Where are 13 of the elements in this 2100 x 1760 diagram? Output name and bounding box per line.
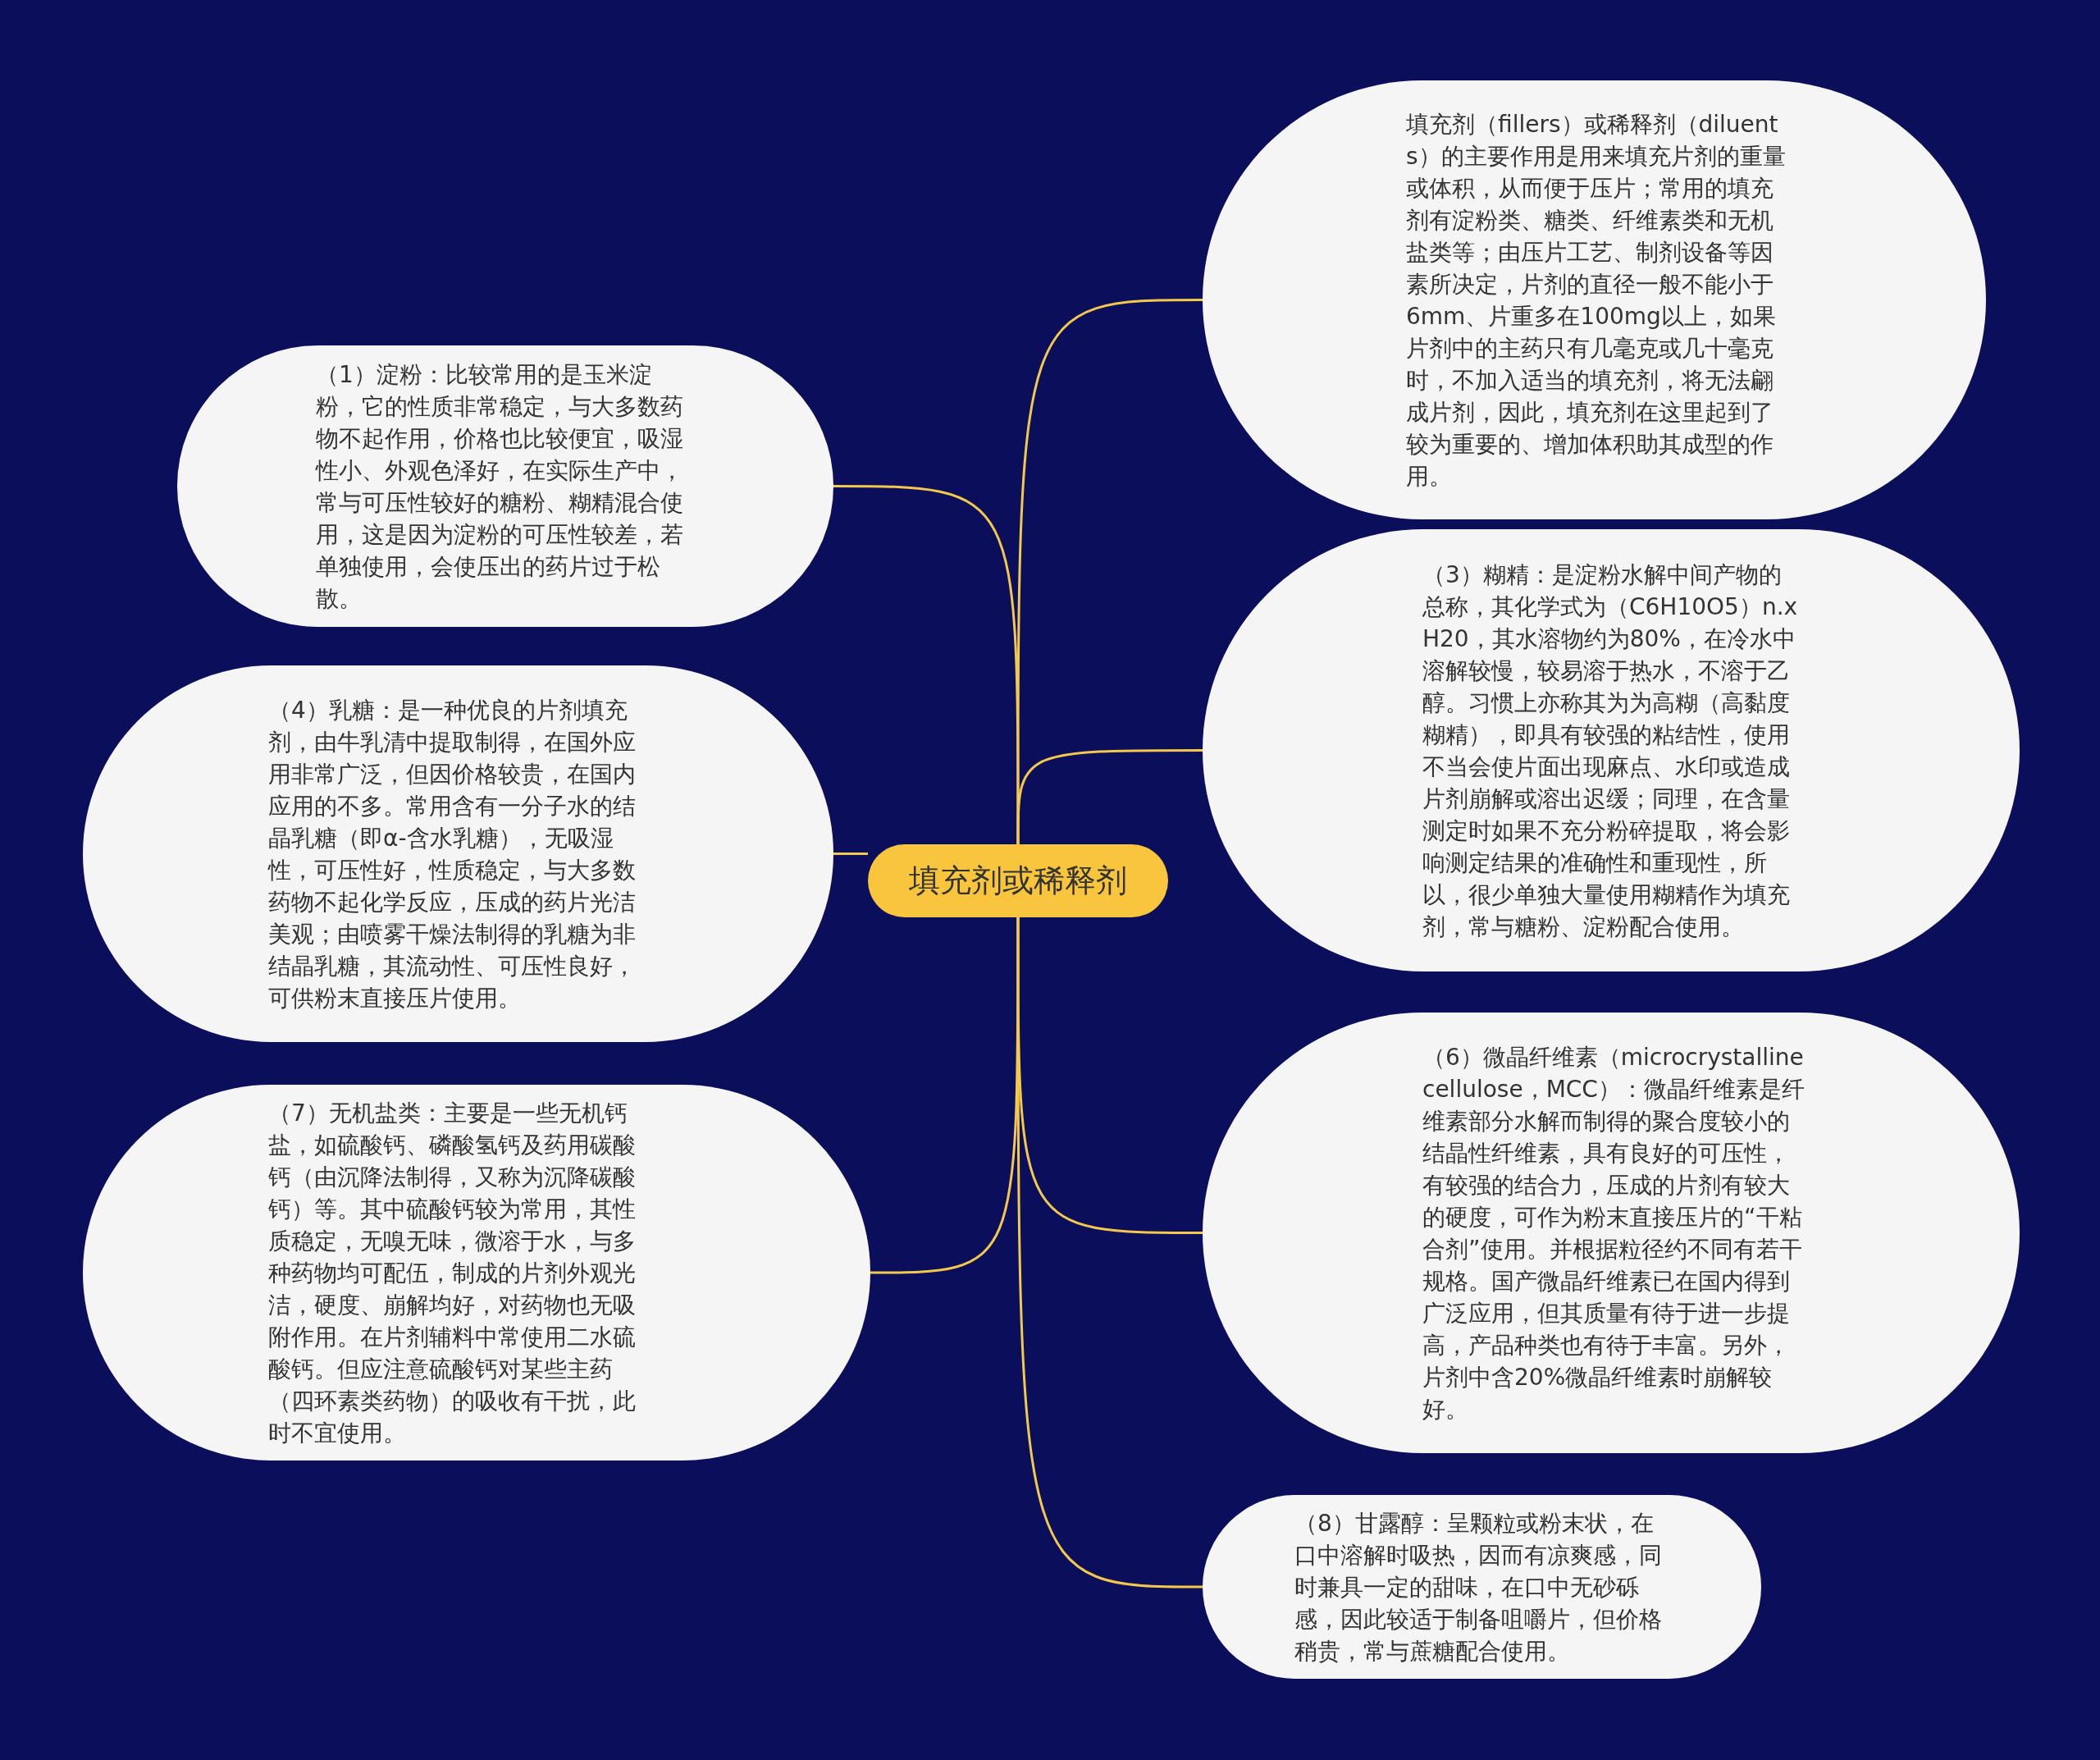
topic-bubble: （3）糊精：是淀粉水解中间产物的总称，其化学式为（C6H10O5）n.xH20，其水溶物约为80%，在冷水中溶解较慢，较易溶于热水，不溶于乙醇。习惯上亦称其为为高糊（高黏度糊精），即具有较强的粘结性，使用不当会使片面出现麻点、水印或造成片剂崩解或溶出迟缓；同理，在含量测定时如果不充分粉碎提取，将会影响测定结果的准确性和重现性，所以，很少单独大量使用糊精作为填充剂，常与糖粉、淀粉配合使用。 xyxy=(1203,529,2020,971)
central-topic: 填充剂或稀释剂 xyxy=(868,844,1168,917)
topic-bubble: 填充剂（fillers）或稀释剂（diluents）的主要作用是用来填充片剂的重量或体积，从而便于压片；常用的填充剂有淀粉类、糖类、纤维素类和无机盐类等；由压片工艺、制剂设备等因素所决定，片剂的直径一般不能小于6mm、片重多在100mg以上，如果片剂中的主药只有几毫克或几十毫克时，不加入适当的填充剂，将无法翩成片剂，因此，填充剂在这里起到了较为重要的、增加体积助其成型的作用。 xyxy=(1203,80,1986,519)
topic-bubble: （6）微晶纤维素（microcrystallinecellulose，MCC）：微晶纤维素是纤维素部分水解而制得的聚合度较小的结晶性纤维素，具有良好的可压性，有较强的结合力，压成的片剂有较大的硬度，可作为粉末直接压片的“干粘合剂”使用。并根据粒径约不同有若干规格。国产微晶纤维素已在国内得到广泛应用，但其质量有待于进一步提高，产品种类也有待于丰富。另外，片剂中含20%微晶纤维素时崩解较好。 xyxy=(1203,1013,2020,1453)
topic-bubble: （7）无机盐类：主要是一些无机钙盐，如硫酸钙、磷酸氢钙及药用碳酸钙（由沉降法制得，又称为沉降碳酸钙）等。其中硫酸钙较为常用，其性质稳定，无嗅无味，微溶于水，与多种药物均可配伍，制成的片剂外观光洁，硬度、崩解均好，对药物也无吸附作用。在片剂辅料中常使用二水硫酸钙。但应注意硫酸钙对某些主药（四环素类药物）的吸收有干扰，此时不宜使用。 xyxy=(83,1085,870,1461)
connector-line xyxy=(870,917,1020,1274)
topic-bubble: （1）淀粉：比较常用的是玉米淀粉，它的性质非常稳定，与大多数药物不起作用，价格也比较便宜，吸湿性小、外观色泽好，在实际生产中，常与可压性较好的糖粉、糊精混合使用，这是因为淀粉的可压性较差，若单独使用，会使压出的药片过于松散。 xyxy=(177,345,833,627)
topic-bubble: （8）甘露醇：呈颗粒或粉末状，在口中溶解时吸热，因而有凉爽感，同时兼具一定的甜味，在口中无砂砾感，因此较适于制备咀嚼片，但价格稍贵，常与蔗糖配合使用。 xyxy=(1203,1495,1761,1679)
connector-line xyxy=(833,853,868,855)
connector-line xyxy=(1016,917,1203,1589)
connector-line xyxy=(1016,749,1203,844)
connector-line xyxy=(833,485,1020,844)
topic-bubble: （4）乳糖：是一种优良的片剂填充剂，由牛乳清中提取制得，在国外应用非常广泛，但因价格较贵，在国内应用的不多。常用含有一分子水的结晶乳糖（即α-含水乳糖），无吸湿性，可压性好，性质稳定，与大多数药物不起化学反应，压成的药片光洁美观；由喷雾干燥法制得的乳糖为非结晶乳糖，其流动性、可压性良好，可供粉末直接压片使用。 xyxy=(83,665,833,1042)
